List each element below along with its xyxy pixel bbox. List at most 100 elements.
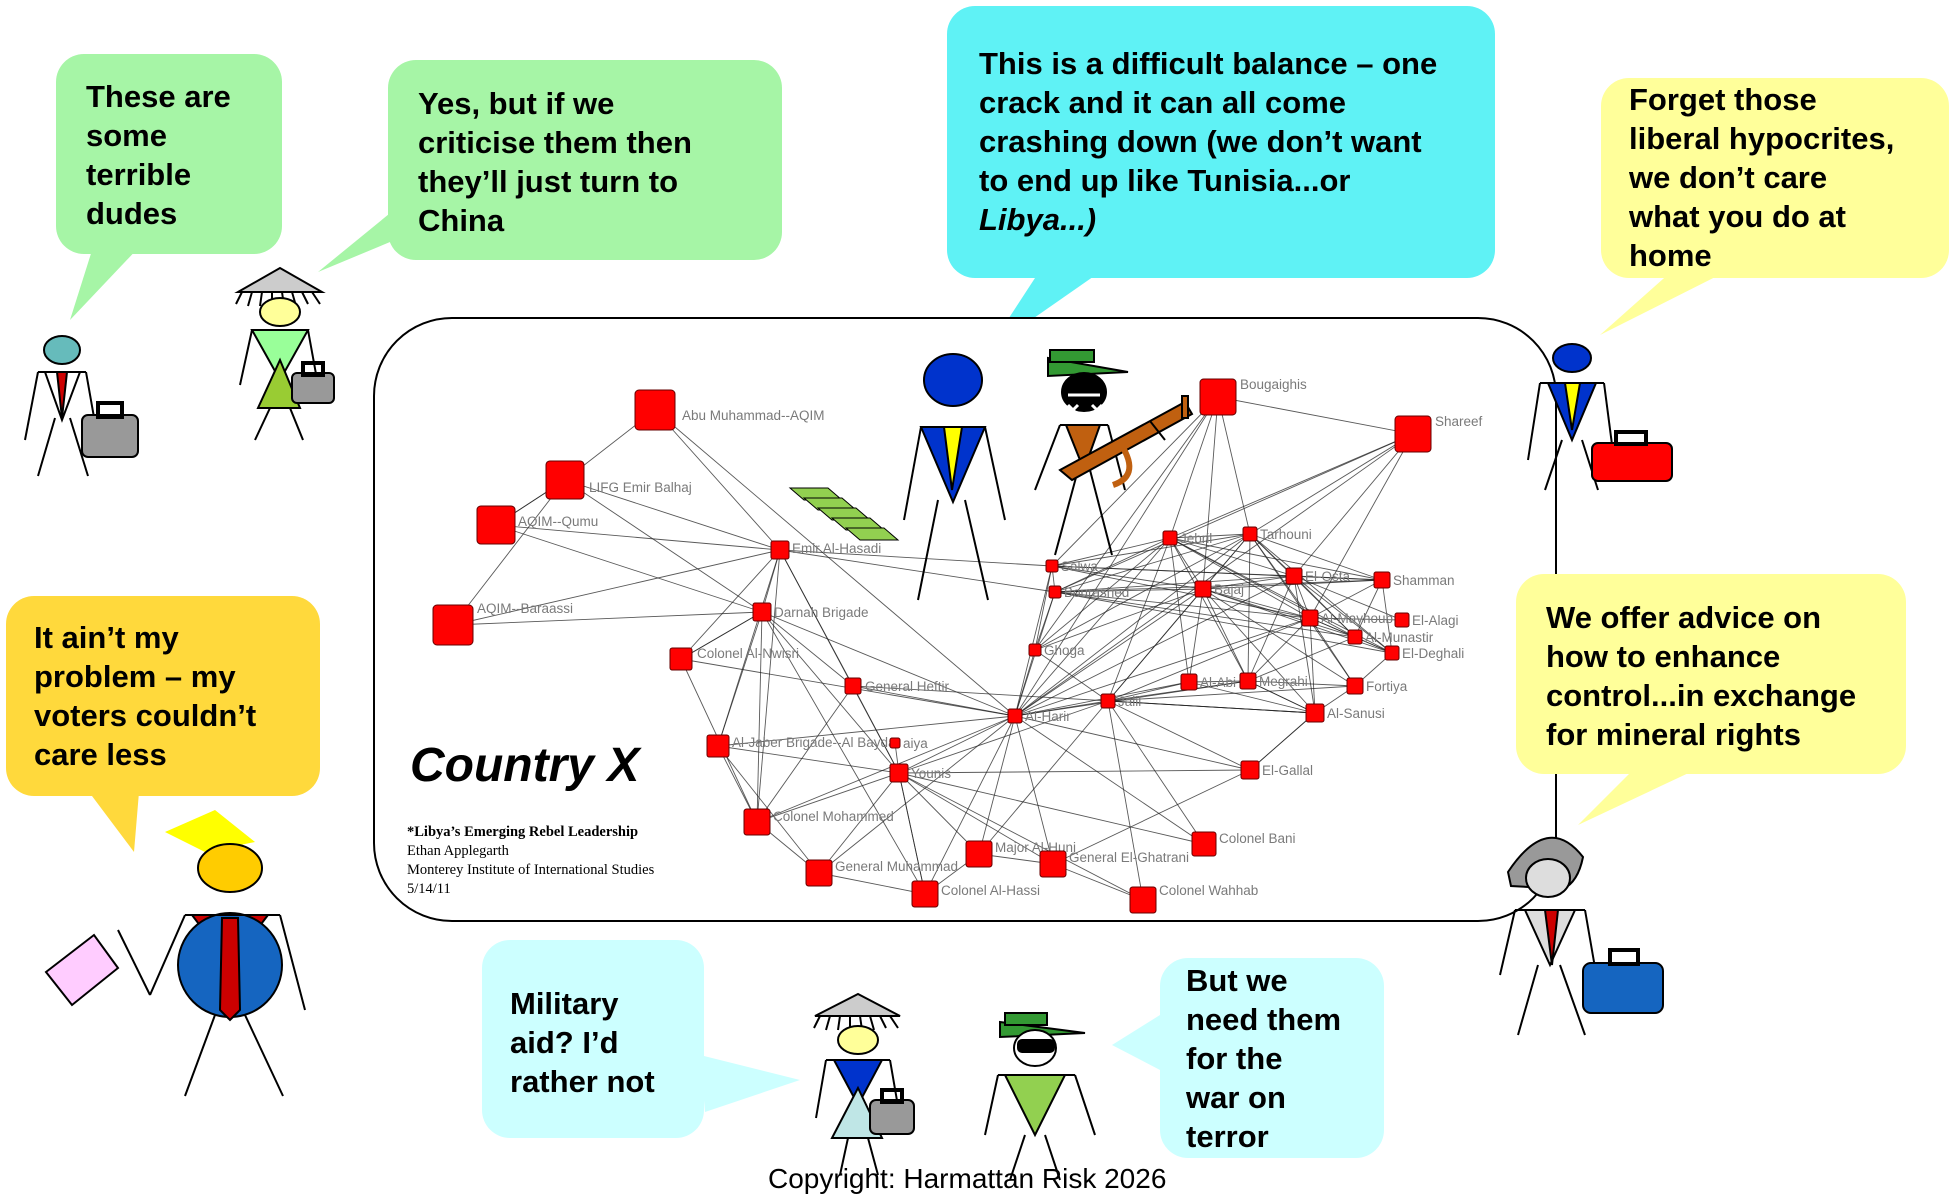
bubble-line: for mineral rights — [1546, 717, 1801, 752]
network-node: Emir Al-Hasadi — [770, 540, 881, 560]
network-edge — [779, 549, 1053, 567]
network-edge — [1054, 433, 1414, 593]
network-node-marker — [1394, 612, 1410, 628]
bubble-line: Yes, but if we — [418, 86, 615, 121]
bubble-line: Military — [510, 986, 619, 1021]
network-edge — [1293, 575, 1356, 638]
gulf-figure — [1527, 343, 1673, 491]
network-edge — [818, 872, 926, 895]
network-edge — [654, 409, 781, 551]
network-node-marker — [911, 880, 939, 908]
network-edge — [654, 409, 1016, 717]
bubble-tail — [1112, 1015, 1160, 1070]
network-node: El-Gallal — [1240, 760, 1313, 780]
speech-bubble-china: Yes, but if we criticise them then they’… — [388, 60, 782, 260]
network-node-label: AQIM--Qumu — [518, 514, 598, 529]
network-edge — [452, 479, 566, 626]
network-node: Colonel Al-Hassi — [911, 880, 1040, 908]
network-edge — [564, 479, 781, 551]
network-node-label: Colonel Al-Hassi — [941, 883, 1040, 898]
network-node-marker — [669, 647, 693, 671]
network-edge — [1051, 565, 1204, 590]
network-edge — [1247, 533, 1251, 682]
network-edge — [1247, 636, 1356, 682]
network-edge — [756, 772, 900, 823]
network-node: Al-Munastir — [1347, 629, 1434, 645]
network-node-marker — [889, 737, 901, 749]
network-edge — [1249, 533, 1383, 581]
citation-date: 5/14/11 — [407, 881, 451, 897]
network-edge — [1014, 565, 1053, 717]
network-node-label: aiya — [903, 736, 928, 751]
network-node-marker — [1347, 629, 1363, 645]
citation-title: *Libya’s Emerging Rebel Leadership — [407, 824, 639, 840]
network-edge — [761, 611, 1016, 717]
bubble-line: Forget those — [1629, 82, 1817, 117]
speech-bubble-difficult-balance: This is a difficult balance – one crack … — [947, 6, 1495, 278]
network-edge — [1202, 588, 1316, 714]
network-edge — [1107, 700, 1144, 901]
network-node-marker — [1373, 571, 1391, 589]
network-node-marker — [1242, 526, 1258, 542]
network-edge — [1054, 591, 1311, 619]
speech-bubble-liberal-hypocrites: Forget those liberal hypocrites, we don’… — [1601, 78, 1949, 278]
network-edge — [1293, 575, 1383, 581]
bubble-line: care less — [34, 737, 167, 772]
network-node-marker — [1194, 580, 1212, 598]
network-edge — [1169, 537, 1249, 682]
network-edge — [1014, 396, 1219, 717]
network-edge — [1217, 396, 1414, 435]
network-node: General Muhammad — [805, 859, 958, 887]
china-figure-2 — [1499, 836, 1664, 1036]
network-edge — [978, 715, 1016, 855]
network-node-marker — [1346, 677, 1364, 695]
bubble-line: control...in exchange — [1546, 678, 1857, 713]
network-node-label: Al-Jaber Brigade--Al Bayda — [732, 735, 896, 750]
bubble-line: liberal hypocrites, — [1629, 121, 1895, 156]
network-edge — [1051, 533, 1251, 567]
network-edge — [852, 685, 1016, 717]
network-edge — [1247, 680, 1316, 714]
network-edge — [818, 715, 1016, 874]
bubble-line: crashing down (we don’t want — [979, 124, 1422, 159]
network-node-marker — [770, 540, 790, 560]
bubble-line: need them — [1186, 1002, 1342, 1037]
network-node-marker — [889, 763, 909, 783]
bubble-line: problem – my — [34, 659, 236, 694]
network-node-marker — [1384, 645, 1400, 661]
bubble-line: China — [418, 203, 505, 238]
network-edge — [761, 611, 854, 687]
network-edge — [1309, 579, 1383, 619]
network-node-label: Al-Sanusi — [1327, 706, 1385, 721]
network-edge — [1247, 575, 1295, 682]
network-edge — [761, 611, 926, 895]
bubble-tail — [80, 780, 140, 852]
network-node-marker — [1039, 850, 1067, 878]
network-node-marker — [1301, 609, 1319, 627]
network-node-marker — [1162, 530, 1178, 546]
network-node: Colonel Mohammed — [743, 808, 894, 836]
network-edge — [1014, 617, 1311, 717]
network-edge — [1034, 533, 1251, 651]
network-node-marker — [1129, 886, 1157, 914]
network-edge — [1051, 396, 1219, 567]
network-node-marker — [965, 840, 993, 868]
network-edge — [1034, 537, 1171, 651]
network-node-marker — [1394, 415, 1432, 453]
network-node: Megrahi — [1239, 672, 1308, 690]
network-edge — [852, 685, 900, 774]
network-node-label: Darnah Brigade — [774, 605, 869, 620]
panel-title: Country X — [410, 739, 640, 792]
network-edge — [1202, 588, 1356, 638]
network-node-label: El-Gallal — [1262, 763, 1313, 778]
network-node-marker — [743, 808, 771, 836]
network-node-marker — [1180, 673, 1198, 691]
network-edge — [1054, 579, 1383, 593]
network-edge — [1169, 433, 1414, 539]
network-edge — [1309, 617, 1356, 687]
network-node-label: Shareef — [1435, 414, 1483, 429]
network-node: General Heftir — [844, 677, 950, 695]
network-node-label: Colonel Bani — [1219, 831, 1296, 846]
network-node: Al-Jaber Brigade--Al Bayda — [706, 734, 896, 758]
